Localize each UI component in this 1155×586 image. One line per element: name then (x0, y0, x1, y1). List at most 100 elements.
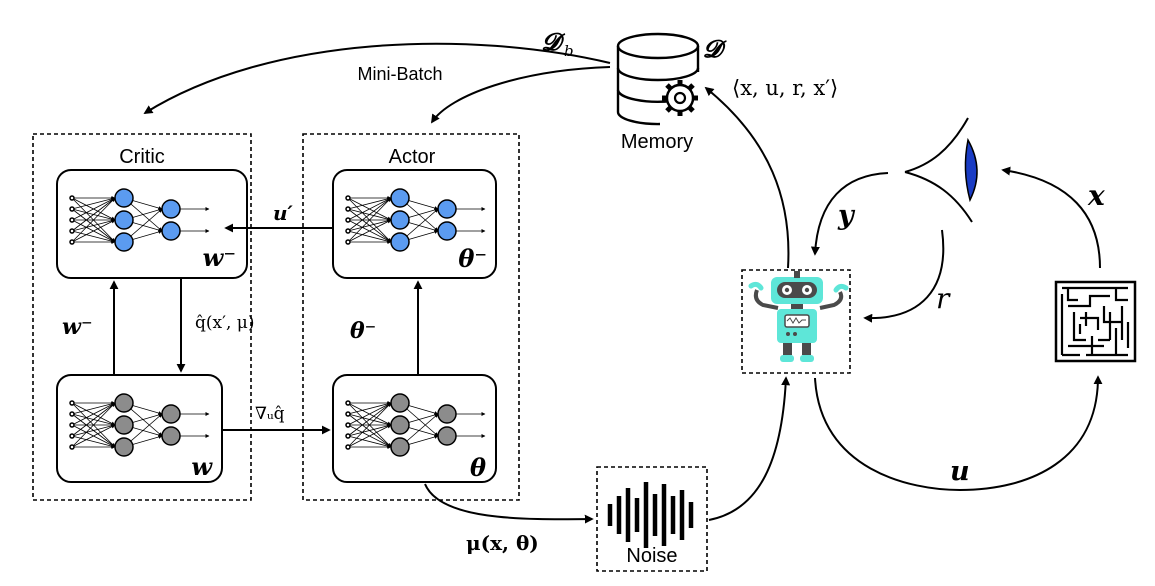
memory-group: 𝓓 Memory ⟨x, u, r, x′⟩ (616, 32, 838, 153)
robot-icon (748, 271, 849, 362)
network-edge (71, 424, 116, 448)
noise-dashed-box (596, 466, 708, 572)
database-icon (616, 32, 700, 126)
network-node (437, 221, 457, 241)
network-edge (71, 197, 116, 232)
network-edge (71, 402, 116, 426)
actor-network-box (332, 374, 497, 483)
network-node (345, 400, 351, 406)
gradient-label: ∇ᵤq̂ (255, 404, 285, 424)
actor-dashed-box (302, 133, 520, 501)
gear-icon (662, 80, 698, 116)
network-node (390, 415, 410, 435)
noisy-action-arrow (708, 376, 791, 521)
critic-param: w (191, 452, 213, 481)
network-node (69, 206, 75, 212)
network-edge (71, 197, 116, 221)
actor-title: Actor (389, 146, 436, 168)
network-node (345, 228, 351, 234)
noise-waveform-icon (607, 482, 694, 548)
network-node (161, 426, 181, 446)
network-node (161, 199, 181, 219)
network-edge (71, 423, 116, 437)
network-edge (347, 401, 392, 415)
network-edge (347, 197, 392, 243)
network-node (390, 188, 410, 208)
noise-group: Noise (596, 466, 708, 572)
action-label: u (950, 456, 970, 487)
network-edge (347, 196, 392, 210)
critic-title: Critic (119, 146, 165, 168)
action-arrow (814, 375, 1103, 492)
network-edge (347, 219, 392, 243)
actor-minibatch-arrow (430, 66, 611, 124)
network-edge (347, 402, 392, 426)
network-node (437, 426, 457, 446)
network-edge (71, 197, 116, 243)
reward-label: r (936, 282, 951, 315)
maze-icon (1054, 280, 1137, 363)
network-edge (71, 219, 116, 243)
network-node (69, 400, 75, 406)
actor-network-icon (345, 393, 486, 457)
network-edge (71, 401, 116, 415)
dataset-sub-symbol: 𝓓 (542, 27, 566, 56)
transition-to-memory-arrow (704, 86, 790, 269)
memory-label: Memory (621, 131, 693, 153)
observation-arrow (810, 172, 889, 256)
network-node (345, 411, 351, 417)
network-node (390, 393, 410, 413)
network-edge (71, 230, 116, 244)
network-node (345, 239, 351, 245)
network-node (69, 195, 75, 201)
critic-minibatch-arrow (143, 42, 611, 114)
transition-tuple: ⟨x, u, r, x′⟩ (732, 76, 838, 100)
network-node (114, 188, 134, 208)
network-node (345, 195, 351, 201)
network-node (437, 404, 457, 424)
noise-label: Noise (626, 545, 677, 567)
agent-group (741, 269, 851, 374)
memory-dataset-symbol: 𝓓 (703, 34, 727, 63)
network-edge (347, 424, 392, 448)
network-edge (347, 423, 392, 437)
policy-output-label: μ(x, θ) (466, 531, 539, 555)
network-edge (347, 230, 392, 244)
actor-target-param: θ⁻ (458, 244, 487, 273)
network-node (437, 199, 457, 219)
critic-network-box (56, 374, 223, 483)
network-edge (71, 218, 116, 232)
critic-group: Critic w⁻ w w⁻ q̂(x′, μ) (32, 133, 254, 501)
critic-target-network-box (56, 169, 248, 279)
network-edge (347, 197, 392, 232)
network-node (69, 239, 75, 245)
network-node (161, 404, 181, 424)
network-node (69, 422, 75, 428)
actor-soft-update-label: θ⁻ (350, 318, 376, 344)
network-node (114, 232, 134, 252)
network-edge (71, 196, 116, 210)
observation-label: y (837, 200, 856, 231)
network-node (390, 437, 410, 457)
critic-network-icon (69, 393, 210, 457)
network-node (345, 206, 351, 212)
q-hat-label: q̂(x′, μ) (195, 313, 254, 333)
policy-output-arrow (424, 483, 594, 524)
network-node (69, 444, 75, 450)
dataset-sub-index: b (564, 42, 574, 60)
network-node (114, 210, 134, 230)
network-node (114, 393, 134, 413)
minibatch-label: Mini-Batch (357, 64, 442, 84)
network-node (345, 422, 351, 428)
network-edge (71, 402, 116, 448)
critic-dashed-box (32, 133, 252, 501)
state-arrow (1001, 166, 1101, 269)
network-edge (347, 402, 392, 437)
network-node (161, 221, 181, 241)
network-node (69, 433, 75, 439)
network-edge (347, 197, 392, 221)
network-node (114, 415, 134, 435)
network-node (345, 217, 351, 223)
network-edge (347, 402, 392, 448)
